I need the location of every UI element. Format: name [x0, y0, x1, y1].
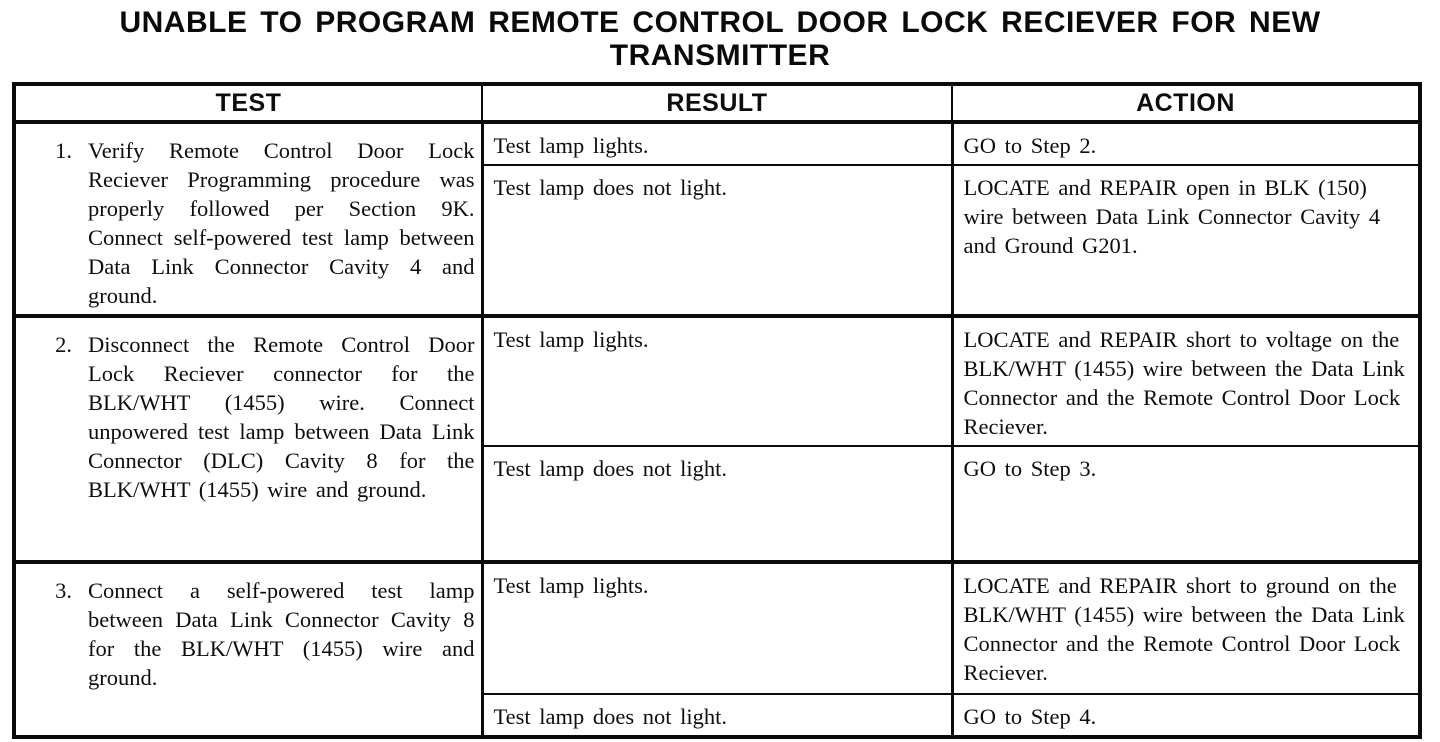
test-text: Connect a self-powered test lamp between…	[88, 578, 475, 690]
test-cell-step3: 3. Connect a self-powered test lamp betw…	[13, 560, 484, 738]
page-title: UNABLE TO PROGRAM REMOTE CONTROL DOOR LO…	[40, 6, 1400, 72]
test-text: Disconnect the Remote Control Door Lock …	[88, 332, 475, 502]
action-text: LOCATE and REPAIR open in BLK (150) wire…	[963, 175, 1381, 259]
table-row: Test lamp does not light. LOCATE and REP…	[14, 164, 1421, 317]
result-cell: Test lamp lights.	[481, 119, 954, 167]
result-cell: Test lamp lights.	[481, 560, 954, 695]
result-text: Test lamp does not light.	[493, 456, 728, 481]
result-text: Test lamp does not light.	[493, 175, 728, 201]
result-cell: Test lamp lights.	[481, 314, 954, 447]
table-row: Test lamp does not light. GO to Step 3.	[14, 445, 1421, 563]
action-text: GO to Step 3.	[963, 456, 1097, 481]
diagnostic-table: TEST RESULT ACTION 1. Verify Remote Cont…	[12, 82, 1422, 739]
test-cell-step1: 1. Verify Remote Control Door Lock Recie…	[13, 120, 484, 317]
result-text: Test lamp does not light.	[493, 704, 728, 729]
table-row: 3. Connect a self-powered test lamp betw…	[13, 560, 1421, 738]
result-cell: Test lamp does not light.	[481, 164, 954, 317]
result-text: Test lamp lights.	[493, 133, 649, 158]
step-number: 3.	[55, 578, 72, 603]
action-cell: GO to Step 4.	[951, 693, 1421, 738]
result-cell: Test lamp does not light.	[481, 693, 954, 738]
action-cell: LOCATE and REPAIR open in BLK (150) wire…	[951, 164, 1421, 317]
action-text: GO to Step 2.	[963, 133, 1097, 158]
scanned-document-page: UNABLE TO PROGRAM REMOTE CONTROL DOOR LO…	[0, 6, 1440, 742]
test-text: Verify Remote Control Door Lock Reciever…	[88, 138, 475, 308]
result-text: Test lamp lights.	[493, 327, 649, 352]
action-text: LOCATE and REPAIR short to voltage on th…	[963, 327, 1405, 439]
table-row: 1. Verify Remote Control Door Lock Recie…	[13, 119, 1421, 317]
test-cell-step2: 2. Disconnect the Remote Control Door Lo…	[13, 314, 484, 563]
step-number: 1.	[55, 138, 72, 163]
action-cell: GO to Step 2.	[951, 119, 1421, 167]
result-text: Test lamp lights.	[493, 573, 649, 598]
action-text: LOCATE and REPAIR short to ground on the…	[963, 573, 1405, 685]
action-cell: GO to Step 3.	[951, 445, 1421, 563]
action-cell: LOCATE and REPAIR short to ground on the…	[951, 560, 1421, 695]
action-cell: LOCATE and REPAIR short to voltage on th…	[951, 314, 1421, 447]
result-cell: Test lamp does not light.	[481, 445, 954, 563]
action-text: GO to Step 4.	[963, 704, 1097, 729]
table-row: 2. Disconnect the Remote Control Door Lo…	[13, 314, 1421, 563]
column-header-result: RESULT	[481, 83, 953, 124]
column-header-action: ACTION	[951, 83, 1421, 124]
page-title-line2: TRANSMITTER	[609, 39, 831, 72]
table-header-row: TEST RESULT ACTION	[13, 83, 1421, 124]
step-number: 2.	[55, 332, 72, 357]
column-header-test: TEST	[13, 83, 483, 124]
table-row: Test lamp does not light. GO to Step 4.	[14, 693, 1421, 738]
page-title-line1: UNABLE TO PROGRAM REMOTE CONTROL DOOR LO…	[119, 6, 1321, 39]
